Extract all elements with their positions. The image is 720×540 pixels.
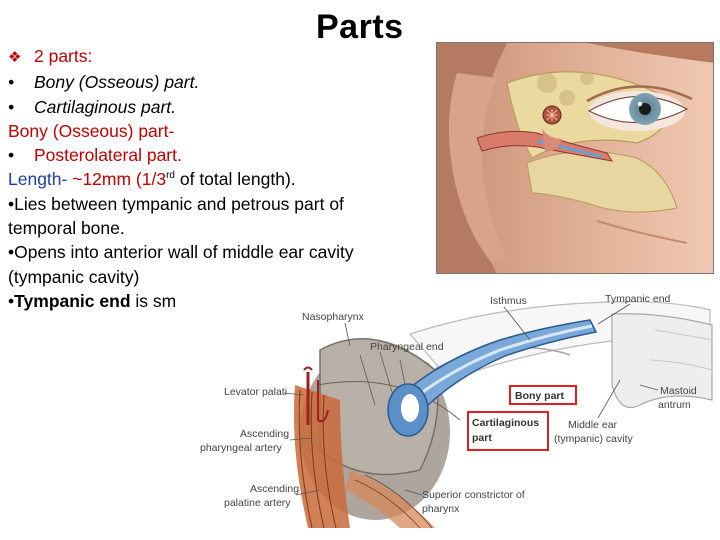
bullet-dot-icon: • (8, 96, 15, 117)
label-pharyngeal-end: Pharyngeal end (370, 341, 444, 353)
length-value: ~12mm (1/3 (67, 169, 167, 190)
diamond-bullet-icon: ❖ (8, 49, 22, 66)
bullet-posterolateral: • Posterolateral part. (8, 143, 428, 167)
label-middle-ear-1: Middle ear (568, 419, 618, 431)
intro-line: ❖ 2 parts: (8, 44, 428, 70)
bullet-bony-text: Bony (Osseous) part. (34, 72, 200, 93)
tympanic-rest: is sm (130, 290, 177, 311)
length-label: Length- (8, 169, 68, 190)
heading-bony: Bony (Osseous) part- (8, 120, 175, 141)
label-ascending-pharyngeal-2: pharyngeal artery (200, 442, 282, 454)
length-line: Length- ~12mm (1/3rd of total length). (8, 167, 428, 191)
lies-line-2: temporal bone. (8, 218, 125, 239)
label-middle-ear-2: (tympanic) cavity (554, 433, 634, 445)
ear-anatomy-photo (436, 42, 714, 274)
slide-body: ❖ 2 parts: • Bony (Osseous) part. • Cartila… (8, 44, 428, 313)
lies-line-1: •Lies between tympanic and petrous part … (8, 193, 344, 214)
label-cartilaginous-1: Cartilaginous (472, 417, 539, 429)
bullet-cartilaginous: • Cartilaginous part. (8, 95, 428, 119)
cartilaginous-part-highlight (467, 411, 549, 451)
bony-part-highlight (509, 385, 577, 405)
length-sup: rd (166, 170, 175, 182)
label-isthmus: Isthmus (490, 295, 527, 307)
ear-anatomy-illustration (437, 43, 713, 273)
label-ascending-pharyngeal-1: Ascending (240, 428, 289, 440)
label-ascending-palatine-1: Ascending (250, 483, 299, 495)
bullet-bony: • Bony (Osseous) part. (8, 70, 428, 94)
label-superior-constrictor-1: Superior constrictor of (422, 489, 525, 501)
eustachian-tube-svg: Nasopharynx Isthmus Tympanic end Pharyng… (200, 290, 718, 538)
tympanic-bullet: • (8, 290, 15, 311)
label-superior-constrictor-2: pharynx (422, 503, 460, 515)
bullet-dot-icon: • (8, 145, 15, 166)
tympanic-bold: Tympanic end (14, 290, 131, 311)
bullet-cartilaginous-text: Cartilaginous part. (34, 96, 177, 117)
label-mastoid-2: antrum (658, 399, 691, 411)
opens-line-2: (tympanic cavity) (8, 266, 140, 287)
label-cartilaginous-2: part (472, 432, 492, 444)
intro-text: 2 parts: (34, 46, 93, 66)
label-nasopharynx: Nasopharynx (302, 311, 365, 323)
opens-line-1: •Opens into anterior wall of middle ear … (8, 242, 354, 263)
label-bony-part: Bony part (515, 390, 565, 402)
label-mastoid-1: Mastoid (660, 385, 697, 397)
label-tympanic-end: Tympanic end (605, 293, 671, 305)
slide-title: Parts (316, 8, 404, 46)
bullet-dot-icon: • (8, 72, 15, 93)
eustachian-tube-diagram: Nasopharynx Isthmus Tympanic end Pharyng… (200, 290, 718, 538)
label-ascending-palatine-2: palatine artery (224, 497, 291, 509)
bullet-posterolateral-text: Posterolateral part. (34, 145, 182, 166)
tympanic-line: •Tympanic end is sm (8, 289, 428, 313)
label-levator-palati: Levator palati (224, 386, 287, 398)
length-rest: of total length). (175, 169, 296, 190)
